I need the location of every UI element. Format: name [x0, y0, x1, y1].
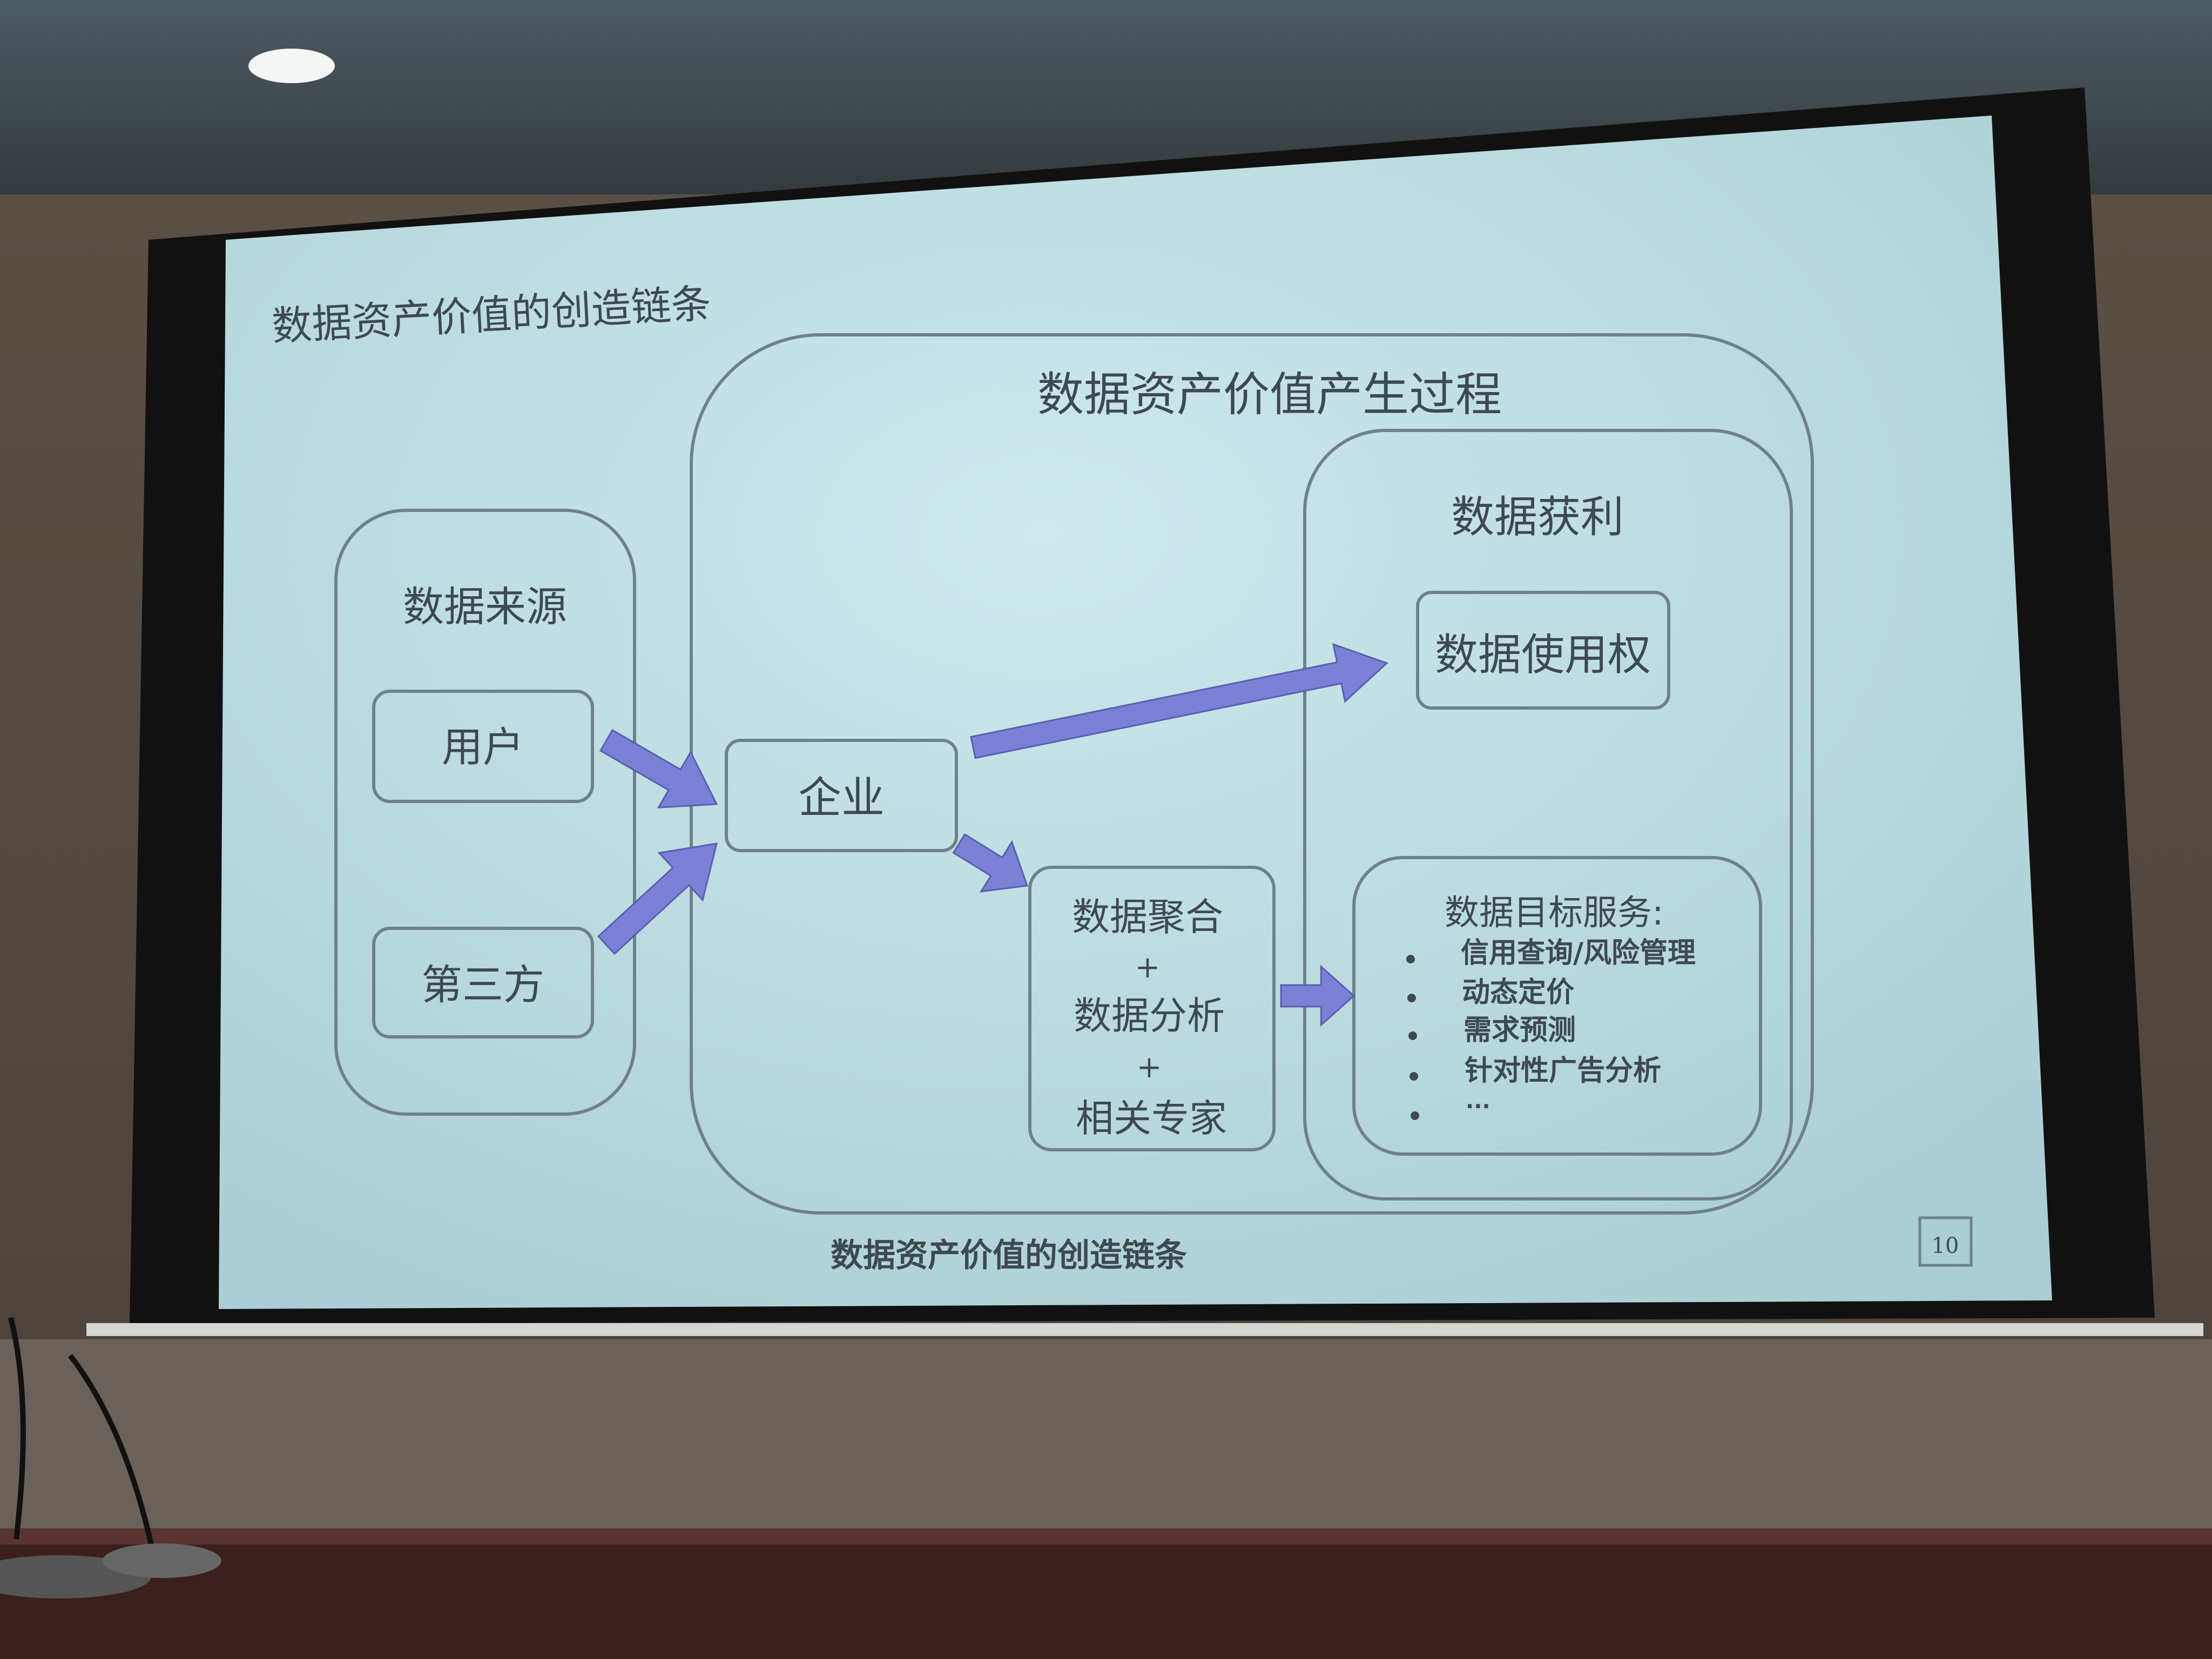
desk	[0, 1528, 2212, 1659]
aggregation-line-3: 数据分析	[1074, 994, 1225, 1038]
bullet-icon	[1408, 1031, 1417, 1040]
service-item: 需求预测	[1464, 1014, 1576, 1047]
slide-content: 数据资产价值的创造链条 数据资产价值产生过程 数据来源 用户 第三方 企业 数据…	[271, 280, 1973, 1274]
aggregation-line-5: 相关专家	[1076, 1096, 1227, 1141]
services-box	[1352, 856, 1762, 1156]
service-item: ···	[1466, 1094, 1491, 1119]
screen-roller-bar	[86, 1323, 2203, 1336]
ceiling-light	[248, 49, 335, 83]
bullet-icon	[1407, 994, 1416, 1002]
services-title: 数据目标服务:	[1445, 893, 1664, 933]
usage-right-box	[1416, 591, 1670, 710]
microphones	[0, 1317, 221, 1599]
arrow-aggregation-to-services	[1280, 965, 1355, 1027]
arrow-enterprise-to-aggregation	[952, 833, 1029, 893]
source-label: 数据来源	[403, 583, 567, 631]
flow-arrows	[597, 643, 1388, 1027]
aggregation-line-4: +	[1137, 1050, 1162, 1085]
page-number: 10	[1932, 1233, 1959, 1258]
aggregation-line-1: 数据聚合	[1072, 895, 1223, 939]
services-list: 信用查询/风险管理 动态定价 需求预测 针对性广告分析 ···	[1406, 937, 1696, 1120]
service-item: 信用查询/风险管理	[1461, 937, 1696, 969]
profit-container	[1303, 429, 1793, 1201]
slide-caption: 数据资产价值的创造链条	[831, 1237, 1187, 1274]
bullet-icon	[1406, 955, 1415, 963]
arrow-third-party-to-enterprise	[597, 842, 718, 955]
enterprise-box	[725, 739, 958, 852]
desk-edge	[0, 1528, 2212, 1545]
service-item: 动态定价	[1462, 976, 1574, 1009]
enterprise-label: 企业	[798, 773, 885, 823]
aggregation-line-2: +	[1135, 950, 1161, 985]
source-user-box	[372, 690, 594, 803]
process-title: 数据资产价值产生过程	[1037, 368, 1502, 422]
profit-label: 数据获利	[1451, 492, 1624, 542]
lower-wall-panels	[0, 1339, 2212, 1545]
arrow-user-to-enterprise	[599, 729, 718, 809]
source-third-party-label: 第三方	[421, 961, 544, 1009]
page-number-box	[1918, 1216, 1973, 1267]
aggregation-box	[1028, 866, 1276, 1151]
source-container	[334, 509, 636, 1116]
usage-right-label: 数据使用权	[1435, 630, 1651, 680]
source-third-party-box	[372, 927, 594, 1038]
arrow-enterprise-to-usage-right	[970, 643, 1388, 759]
service-item: 针对性广告分析	[1465, 1055, 1661, 1087]
source-user-label: 用户	[442, 723, 524, 771]
bullet-icon	[1411, 1111, 1419, 1120]
bullet-icon	[1410, 1072, 1418, 1081]
